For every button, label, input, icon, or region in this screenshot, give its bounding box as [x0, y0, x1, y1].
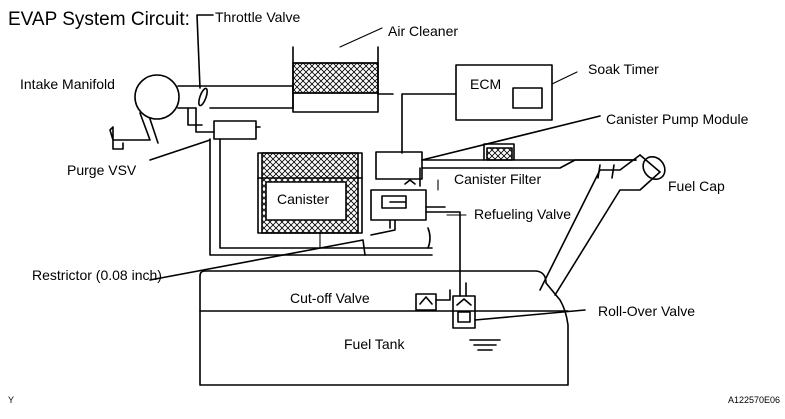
label-throttle-valve: Throttle Valve	[215, 9, 301, 25]
restrictor	[149, 138, 433, 281]
canister-filter	[483, 143, 515, 161]
fuel-cap	[539, 154, 666, 296]
label-restrictor: Restrictor (0.08 inch)	[32, 267, 162, 283]
rollover-valve	[452, 282, 586, 329]
label-fuel-tank: Fuel Tank	[344, 336, 405, 352]
label-fuel-cap: Fuel Cap	[668, 178, 725, 194]
label-canister-pump-module: Canister Pump Module	[606, 111, 749, 127]
label-canister: Canister	[277, 191, 330, 207]
label-soak-timer: Soak Timer	[588, 61, 659, 77]
label-cutoff-valve: Cut-off Valve	[290, 290, 370, 306]
canister-pump-module	[375, 115, 637, 180]
cutoff-valve	[415, 289, 451, 311]
footer-left-mark: Y	[8, 395, 15, 405]
intake-manifold	[109, 74, 294, 150]
refueling-valve	[370, 167, 461, 297]
label-air-cleaner: Air Cleaner	[388, 23, 459, 39]
label-ecm: ECM	[470, 76, 502, 92]
throttle-valve	[196, 14, 214, 107]
figure-id: A122570E06	[728, 395, 781, 405]
purge-vsv	[149, 107, 261, 161]
ecm-box	[377, 64, 553, 154]
canister	[257, 152, 363, 234]
air-cleaner	[292, 46, 379, 113]
fuel-tank	[199, 270, 569, 386]
leader-lines	[319, 27, 578, 249]
label-intake-manifold: Intake Manifold	[20, 76, 115, 92]
page-title: EVAP System Circuit:	[8, 9, 190, 30]
label-rollover-valve: Roll-Over Valve	[598, 303, 695, 319]
label-purge-vsv: Purge VSV	[67, 162, 137, 178]
label-refueling-valve: Refueling Valve	[474, 206, 572, 222]
label-canister-filter: Canister Filter	[454, 171, 542, 187]
